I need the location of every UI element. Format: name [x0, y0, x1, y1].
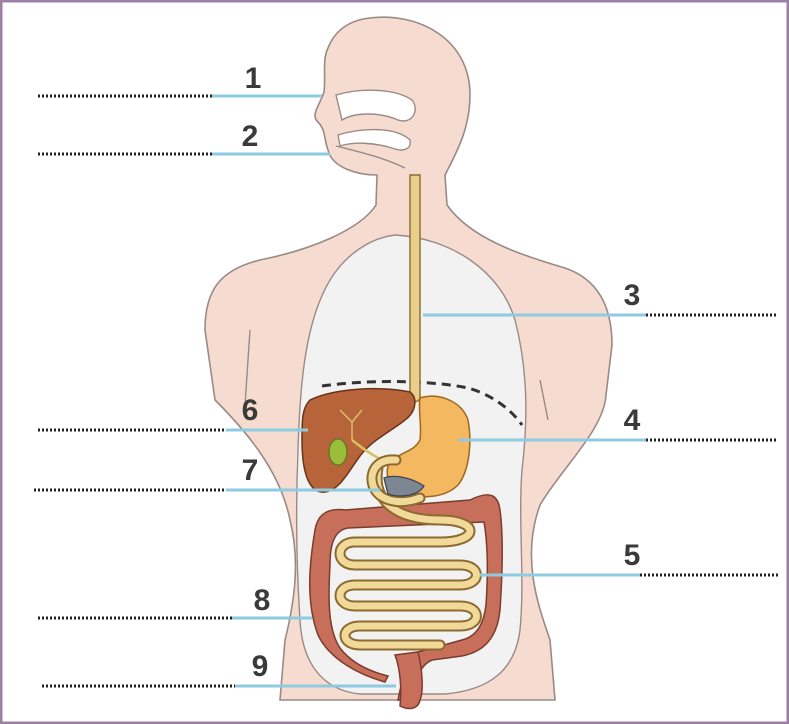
oesophagus: [410, 175, 420, 402]
label-number-8: 8: [254, 584, 271, 617]
label-8-large-intestine: 8: [38, 584, 312, 618]
label-1-nasal-cavity: 1: [38, 62, 322, 96]
label-number-3: 3: [624, 279, 641, 312]
label-number-9: 9: [252, 650, 269, 683]
label-number-7: 7: [242, 454, 259, 487]
label-number-1: 1: [245, 62, 262, 95]
label-number-6: 6: [242, 394, 259, 427]
gallbladder: [329, 439, 347, 465]
label-number-4: 4: [624, 404, 641, 437]
label-number-5: 5: [624, 539, 641, 572]
label-2-mouth: 2: [38, 120, 330, 154]
label-number-2: 2: [242, 120, 259, 153]
